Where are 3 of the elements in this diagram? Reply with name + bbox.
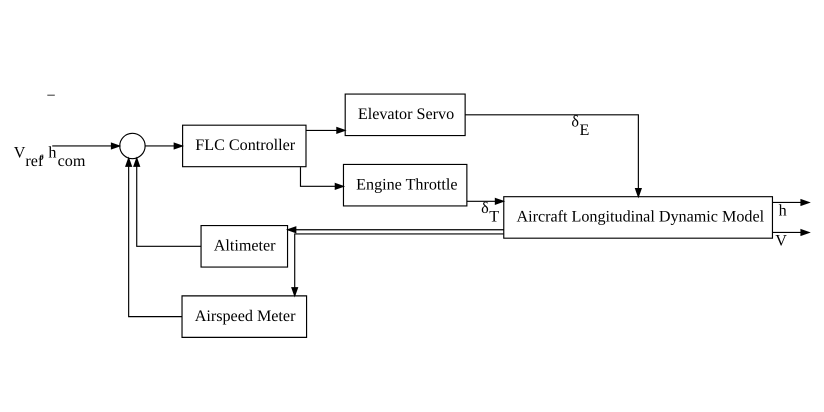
label: − xyxy=(46,87,56,104)
edge-label: V xyxy=(775,232,787,249)
edge-label: h xyxy=(778,202,787,219)
